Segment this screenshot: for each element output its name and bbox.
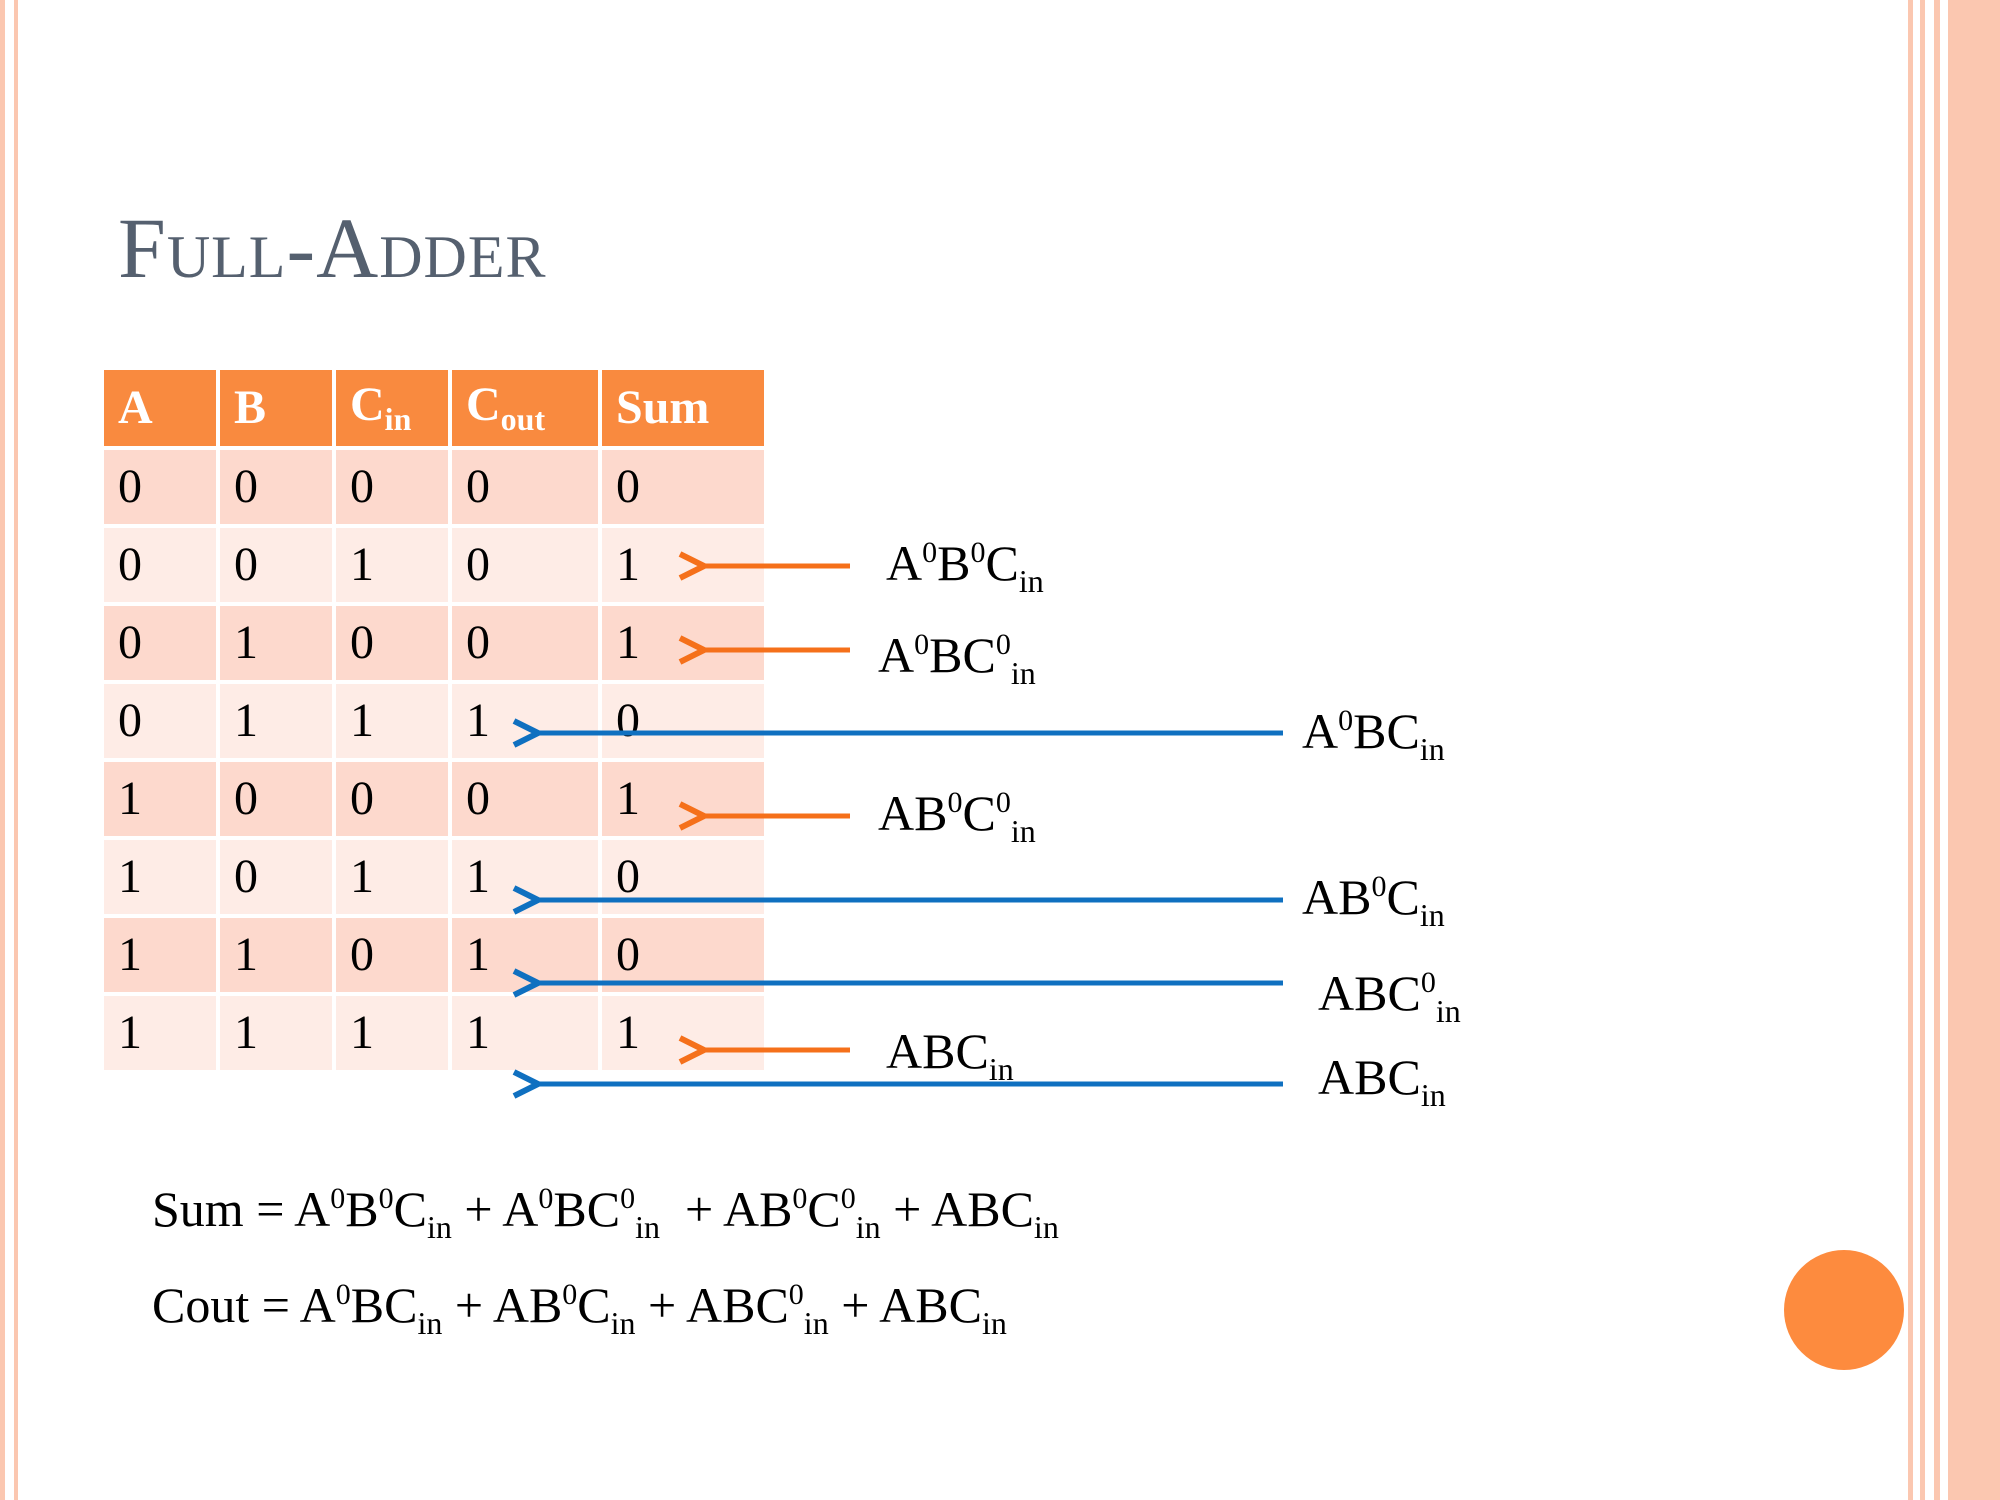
- table-cell: 0: [100, 446, 220, 528]
- term-row2: A0B0Cin: [886, 535, 1044, 599]
- table-cell: 0: [216, 758, 336, 840]
- table-cell: 1: [216, 914, 336, 996]
- table-cell: 1: [216, 680, 336, 762]
- table-cell: 0: [598, 914, 768, 996]
- table-cell: 1: [100, 836, 220, 918]
- table-cell: 1: [216, 992, 336, 1074]
- table-cell: 1: [598, 992, 768, 1074]
- table-cell: 0: [100, 524, 220, 606]
- term-row8-cout: ABCin: [1318, 1049, 1446, 1113]
- term-row3: A0BC0in: [878, 627, 1036, 691]
- table-cell: 0: [332, 446, 452, 528]
- table-cell: 1: [332, 524, 452, 606]
- table-cell: 0: [100, 680, 220, 762]
- table-cell: 1: [598, 758, 768, 840]
- cout-equation: Cout = A0BCin + AB0Cin + ABC0in + ABCin: [152, 1277, 1007, 1341]
- table-cell: 0: [448, 524, 602, 606]
- table-cell: 0: [332, 758, 452, 840]
- table-cell: 1: [100, 914, 220, 996]
- table-cell: 1: [598, 524, 768, 606]
- table-cell: 0: [216, 836, 336, 918]
- table-cell: 1: [598, 602, 768, 684]
- header-cin: Cin: [332, 366, 452, 450]
- header-sum: Sum: [598, 366, 768, 450]
- table-cell: 1: [100, 992, 220, 1074]
- table-cell: 1: [448, 992, 602, 1074]
- table-cell: 0: [332, 914, 452, 996]
- term-row4: A0BCin: [1302, 703, 1445, 767]
- table-cell: 0: [216, 524, 336, 606]
- table-cell: 1: [448, 680, 602, 762]
- table-cell: 0: [448, 758, 602, 840]
- table-cell: 1: [216, 602, 336, 684]
- term-row8-sum: ABCin: [886, 1023, 1014, 1087]
- table-header-row: A B Cin Cout Sum: [100, 366, 768, 450]
- table-cell: 0: [448, 602, 602, 684]
- table-cell: 0: [216, 446, 336, 528]
- table-cell: 1: [448, 914, 602, 996]
- header-b: B: [216, 366, 336, 450]
- table-cell: 1: [332, 836, 452, 918]
- table-cell: 0: [448, 446, 602, 528]
- decorative-orange-circle: [1784, 1250, 1904, 1370]
- table-cell: 0: [598, 836, 768, 918]
- table-cell: 1: [332, 680, 452, 762]
- table-cell: 0: [100, 602, 220, 684]
- term-row5: AB0C0in: [878, 785, 1036, 849]
- table-cell: 0: [598, 446, 768, 528]
- header-cout: Cout: [448, 366, 602, 450]
- header-a: A: [100, 366, 220, 450]
- term-row7: ABC0in: [1318, 965, 1461, 1029]
- table-cell: 1: [448, 836, 602, 918]
- sum-equation: Sum = A0B0Cin + A0BC0in + AB0C0in + ABCi…: [152, 1181, 1059, 1245]
- table-cell: 0: [332, 602, 452, 684]
- table-cell: 0: [598, 680, 768, 762]
- table-cell: 1: [100, 758, 220, 840]
- term-row6: AB0Cin: [1302, 869, 1445, 933]
- slide-title: Full-Adder: [118, 200, 547, 296]
- table-cell: 1: [332, 992, 452, 1074]
